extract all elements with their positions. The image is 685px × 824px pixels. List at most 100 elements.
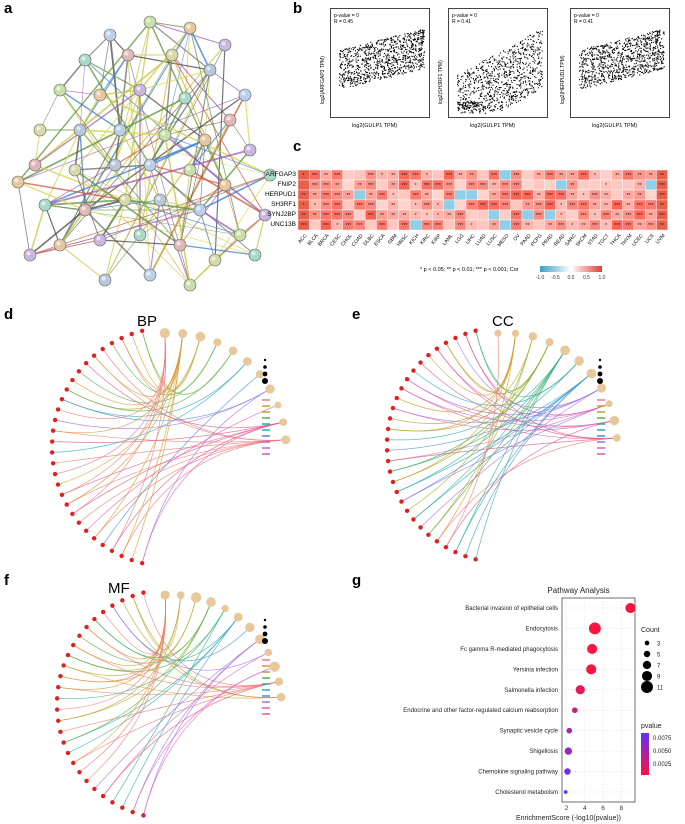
scatter-point bbox=[460, 97, 462, 99]
network-node-highlight bbox=[116, 126, 121, 131]
scatter-point bbox=[622, 48, 624, 50]
scatter-point bbox=[481, 68, 483, 70]
scatter-point bbox=[509, 84, 511, 86]
scatter-point bbox=[662, 32, 664, 34]
chord-gene-node bbox=[399, 499, 404, 504]
scatter-point bbox=[602, 50, 604, 52]
scatter-point bbox=[495, 66, 497, 68]
scatter-point bbox=[501, 74, 503, 76]
chord-link bbox=[388, 403, 610, 462]
heatmap-sig: ** bbox=[470, 173, 474, 179]
scatter-point bbox=[388, 58, 390, 60]
heatmap-sig: *** bbox=[446, 183, 452, 189]
network-edge bbox=[164, 119, 231, 136]
scatter-point bbox=[627, 45, 629, 47]
scatter-point bbox=[420, 36, 422, 38]
scatter-point bbox=[510, 65, 512, 67]
network-node bbox=[183, 21, 197, 35]
scatter-point bbox=[357, 74, 359, 76]
network-edge bbox=[199, 209, 241, 236]
chord-link bbox=[392, 407, 615, 431]
scatter-point bbox=[375, 66, 377, 68]
scatter-point bbox=[541, 71, 543, 73]
scatter-point bbox=[411, 55, 413, 57]
scatter-point bbox=[400, 46, 402, 48]
scatter-point bbox=[510, 80, 512, 82]
network-edge bbox=[139, 89, 206, 141]
scatter-point bbox=[633, 71, 635, 73]
scatter-point bbox=[395, 41, 397, 43]
scatter-point bbox=[350, 55, 352, 57]
scatter-point bbox=[480, 82, 482, 84]
chord-term-node bbox=[221, 604, 229, 613]
chord-gene-node bbox=[463, 331, 468, 337]
network-node bbox=[263, 168, 277, 182]
scatter-point bbox=[352, 47, 354, 49]
scatter-point bbox=[515, 52, 517, 54]
scatter-point bbox=[421, 45, 423, 47]
heatmap-cell bbox=[521, 209, 534, 221]
scatter-point bbox=[373, 50, 375, 52]
heatmap-row-label: SH3RF1 bbox=[271, 201, 296, 208]
scatter-point bbox=[530, 85, 532, 87]
scatter-point bbox=[410, 65, 412, 67]
heatmap-sig: *** bbox=[379, 223, 385, 229]
scatter-point bbox=[506, 74, 508, 76]
network-edge bbox=[74, 129, 81, 171]
network-node bbox=[113, 123, 127, 137]
heatmap-cell bbox=[454, 189, 467, 201]
scatter-point bbox=[540, 73, 542, 75]
scatter-point bbox=[476, 104, 478, 106]
scatter-point bbox=[343, 80, 345, 82]
scatter-point bbox=[524, 80, 526, 82]
scatter-point bbox=[659, 45, 661, 47]
scatter-plot-3 bbox=[570, 8, 670, 118]
heatmap-sig: *** bbox=[424, 203, 430, 209]
scatter-point bbox=[513, 72, 515, 74]
scatter-point bbox=[537, 32, 539, 34]
scatter-point bbox=[603, 67, 605, 69]
chord-term-node bbox=[269, 661, 280, 672]
scatter-point bbox=[420, 63, 422, 65]
scatter-point bbox=[376, 72, 378, 74]
scatter-point bbox=[541, 86, 543, 88]
scatter-point bbox=[632, 70, 634, 72]
scatter-point bbox=[636, 39, 638, 41]
scatter-point bbox=[622, 70, 624, 72]
scatter-point bbox=[422, 36, 424, 38]
scatter-point bbox=[366, 75, 368, 77]
scatter-point bbox=[349, 64, 351, 66]
scatter-point bbox=[499, 96, 501, 98]
scatter-point bbox=[595, 85, 597, 87]
scatter-point bbox=[362, 82, 364, 84]
scatter-point bbox=[490, 57, 492, 59]
scatter-point bbox=[626, 69, 628, 71]
scatter-point bbox=[526, 46, 528, 48]
scatter-point bbox=[340, 51, 342, 53]
scatter-point bbox=[340, 62, 342, 64]
scatter-point bbox=[644, 49, 646, 51]
scatter-point bbox=[396, 70, 398, 72]
heatmap-sig: *** bbox=[513, 213, 519, 219]
scatter-point bbox=[358, 55, 360, 57]
heatmap-sig: *** bbox=[368, 173, 374, 179]
scatter-point bbox=[364, 61, 366, 63]
scatter-point bbox=[616, 76, 618, 78]
network-edge bbox=[17, 181, 126, 201]
scatter-point bbox=[418, 38, 420, 40]
scatter-point bbox=[653, 48, 655, 50]
scatter-point bbox=[479, 112, 481, 114]
scatter-point bbox=[628, 37, 630, 39]
scatter-point bbox=[598, 49, 600, 51]
scatter-point bbox=[633, 57, 635, 59]
scatter-point bbox=[377, 74, 379, 76]
scatter-point bbox=[625, 38, 627, 40]
scatter-point bbox=[611, 64, 613, 66]
scatter-point bbox=[390, 72, 392, 74]
scatter-point bbox=[639, 40, 641, 42]
scatter-point bbox=[486, 73, 488, 75]
heatmap-cell bbox=[533, 219, 545, 231]
scatter-point bbox=[502, 89, 504, 91]
scatter-point bbox=[388, 57, 390, 59]
network-node-highlight bbox=[41, 201, 46, 206]
